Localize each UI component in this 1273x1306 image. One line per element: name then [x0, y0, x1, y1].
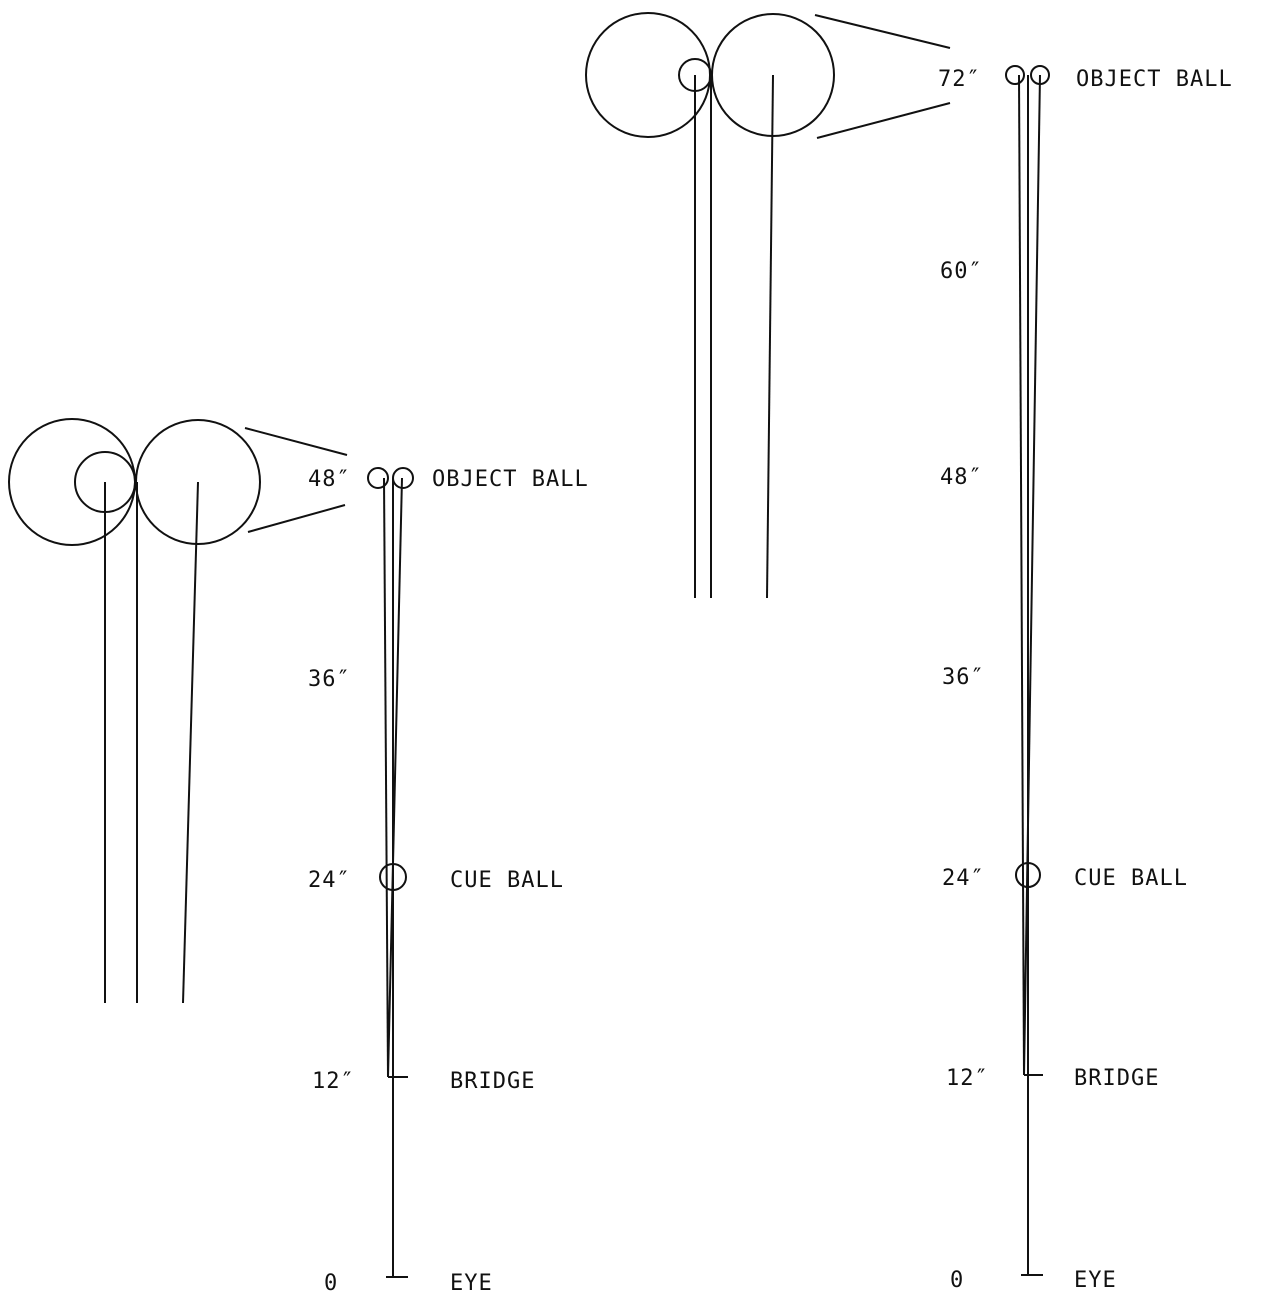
eye-label: EYE — [1074, 1268, 1117, 1293]
tick-label: 0 — [950, 1268, 964, 1293]
cue-ball-label: CUE BALL — [1074, 866, 1188, 891]
left-scale: 48″ 36″ 24″ 12″ 0 OBJECT BALL CUE BALL B… — [308, 467, 589, 1296]
magnify-connector — [244, 427, 348, 456]
object-ball-label: OBJECT BALL — [432, 467, 589, 492]
bridge-label: BRIDGE — [450, 1069, 535, 1094]
cue-ball — [379, 863, 407, 891]
tick-label: 72″ — [938, 67, 981, 92]
tick-label: 48″ — [940, 465, 983, 490]
right-magnified-view — [585, 12, 951, 599]
tick-label: 24″ — [942, 866, 985, 891]
cue-line — [383, 477, 389, 1078]
cue-line — [387, 477, 403, 1078]
tick-label: 0 — [324, 1271, 338, 1296]
magnify-connector — [247, 504, 346, 533]
object-ball — [392, 467, 414, 489]
tick-label: 36″ — [308, 667, 351, 692]
tick-label: 36″ — [942, 665, 985, 690]
tick-label: 48″ — [308, 467, 351, 492]
tick-label: 60″ — [940, 259, 983, 284]
tick-label: 24″ — [308, 868, 351, 893]
eye-label: EYE — [450, 1271, 493, 1296]
magnified-cue-ball-circle — [8, 418, 136, 546]
bridge-label: BRIDGE — [1074, 1066, 1159, 1091]
magnified-cue-ball-circle — [585, 12, 711, 138]
sight-line — [182, 481, 199, 1004]
sight-line — [766, 74, 774, 599]
left-diagram: 48″ 36″ 24″ 12″ 0 OBJECT BALL CUE BALL B… — [8, 418, 589, 1296]
tick-label: 12″ — [946, 1066, 989, 1091]
object-ball-label: OBJECT BALL — [1076, 67, 1233, 92]
tick-label: 12″ — [312, 1069, 355, 1094]
magnify-connector — [814, 14, 951, 49]
cue-ball-label: CUE BALL — [450, 868, 564, 893]
right-diagram: 72″ 60″ 48″ 36″ 24″ 12″ 0 OBJECT BALL CU… — [585, 12, 1233, 1293]
ghost-ball — [1005, 65, 1025, 85]
left-magnified-view — [8, 418, 348, 1004]
cue-line — [1023, 74, 1041, 1076]
right-scale: 72″ 60″ 48″ 36″ 24″ 12″ 0 OBJECT BALL CU… — [938, 65, 1233, 1293]
ghost-ball — [367, 467, 389, 489]
magnify-connector — [816, 102, 951, 139]
cue-line — [1018, 74, 1025, 1076]
object-ball — [1030, 65, 1050, 85]
cue-ball — [1015, 862, 1041, 888]
